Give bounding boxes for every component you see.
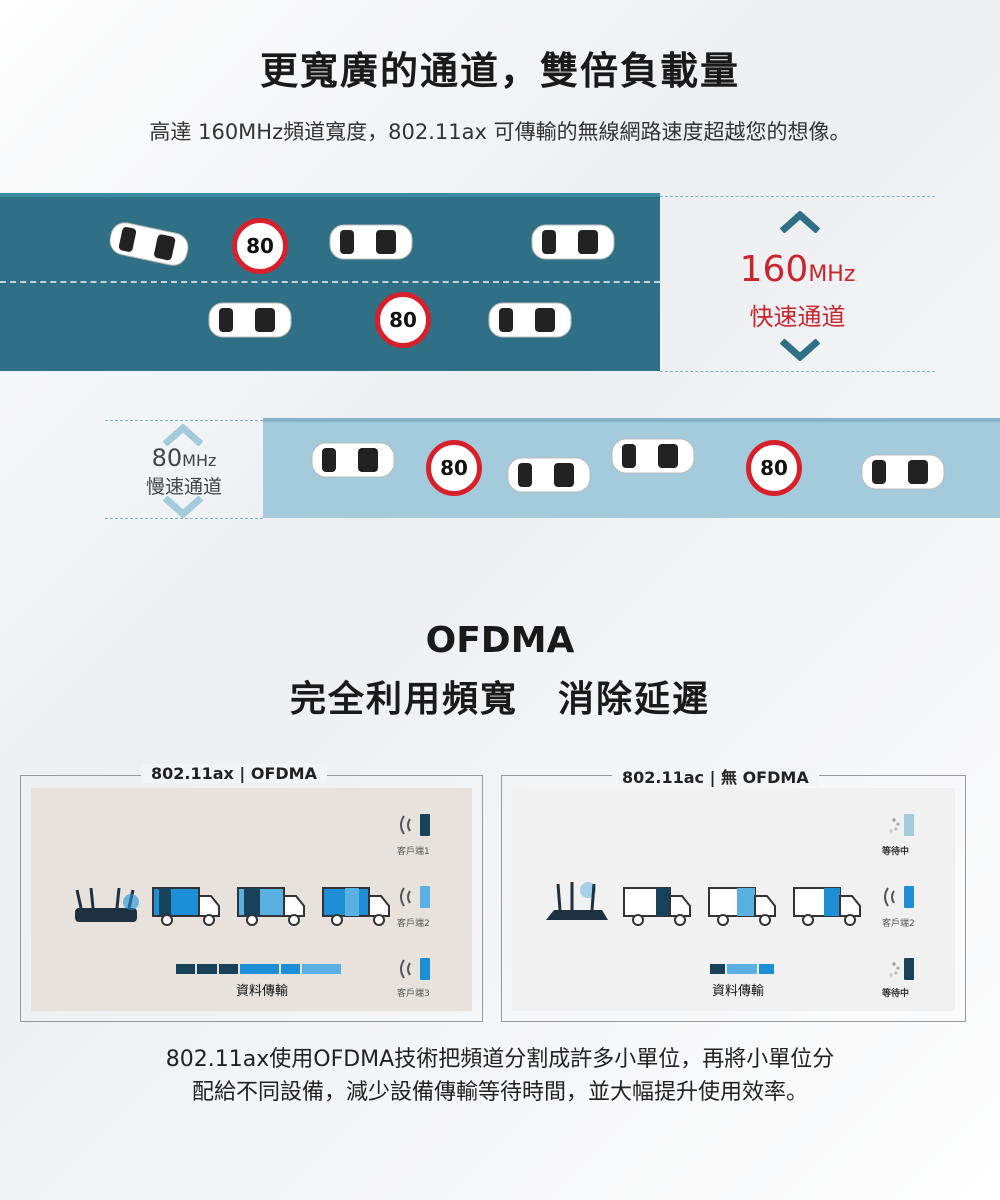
truck-icon: [152, 887, 220, 926]
section2-subtitle: 完全利用頻寬消除延遲: [289, 679, 711, 720]
car-icon: [488, 302, 572, 338]
loading-icon: [889, 814, 914, 836]
data-transfer-bar: [710, 964, 774, 974]
ofdma-panel-heading: 802.11ax | OFDMA: [141, 764, 327, 783]
data-transfer-label: 資料傳輸: [712, 984, 765, 999]
truck-icon: [793, 887, 861, 926]
slow-lane-guide-bottom: [105, 518, 263, 519]
truck-icon: [322, 887, 390, 926]
non-ofdma-diagram: 等待中 客戶端2 等待中 資料傳輸: [512, 788, 955, 1011]
data-transfer-bar: [176, 964, 341, 974]
ofdma-description: 802.11ax使用OFDMA技術把頻道分割成許多小單位，再將小單位分 配給不同…: [165, 1047, 835, 1105]
truck-icon: [708, 887, 776, 926]
section1-subtitle: 高達 160MHz頻道寬度，802.11ax 可傳輸的無線網路速度超越您的想像。: [149, 120, 851, 144]
client-label: 客戶端2: [397, 919, 430, 929]
router-icon: [546, 882, 608, 920]
lane-divider: [0, 281, 660, 283]
slow-lane-label: 80MHz 慢速通道: [105, 422, 263, 518]
fast-lane-guide-bottom: [660, 371, 935, 372]
client-label: 客戶端2: [882, 919, 915, 929]
chevron-down-icon: [163, 496, 203, 518]
car-icon: [329, 224, 413, 260]
car-icon: [109, 222, 189, 266]
data-transfer-label: 資料傳輸: [236, 984, 289, 999]
car-icon: [531, 224, 615, 260]
car-icon: [507, 457, 591, 493]
section2-title: OFDMA: [425, 620, 575, 661]
ofdma-panel: 802.11ax | OFDMA: [20, 764, 483, 1022]
slow-lane-name: 慢速通道: [145, 476, 222, 498]
client-label: 客戶端3: [397, 989, 430, 999]
car-icon: [861, 454, 945, 490]
fast-highway: [0, 193, 660, 371]
loading-icon: [889, 958, 914, 980]
fast-lane-width: 160MHz: [739, 249, 856, 290]
non-ofdma-panel: 802.11ac | 無 OFDMA 等待中: [501, 768, 966, 1022]
speed-limit-sign: 80: [426, 440, 482, 496]
waiting-label: 等待中: [882, 847, 910, 857]
waiting-label: 等待中: [882, 989, 910, 999]
client-device-icon: [400, 814, 430, 836]
car-icon: [611, 438, 695, 474]
speed-limit-sign: 80: [232, 218, 288, 274]
chevron-up-icon: [780, 211, 820, 233]
client-device-icon: [400, 958, 430, 980]
slow-lane-guide-top: [105, 420, 263, 421]
client-device-icon: [884, 886, 914, 908]
fast-lane-label: 160MHz 快速通道: [660, 205, 935, 365]
ofdma-diagram: 客戶端1 客戶端2 客戶端3 資料傳輸: [31, 788, 472, 1011]
car-icon: [208, 302, 292, 338]
speed-limit-sign: 80: [375, 292, 431, 348]
slow-lane-width: 80MHz: [151, 444, 217, 472]
truck-icon: [623, 887, 691, 926]
chevron-down-icon: [780, 339, 820, 361]
truck-icon: [237, 887, 305, 926]
speed-limit-sign: 80: [746, 440, 802, 496]
client-label: 客戶端1: [397, 847, 430, 857]
non-ofdma-panel-heading: 802.11ac | 無 OFDMA: [612, 768, 819, 787]
section1-title: 更寬廣的通道，雙倍負載量: [259, 49, 740, 93]
client-device-icon: [400, 886, 430, 908]
fast-lane-name: 快速通道: [749, 303, 846, 331]
fast-lane-guide-top: [660, 196, 935, 197]
chevron-up-icon: [163, 424, 203, 446]
router-icon: [75, 888, 139, 922]
car-icon: [311, 442, 395, 478]
